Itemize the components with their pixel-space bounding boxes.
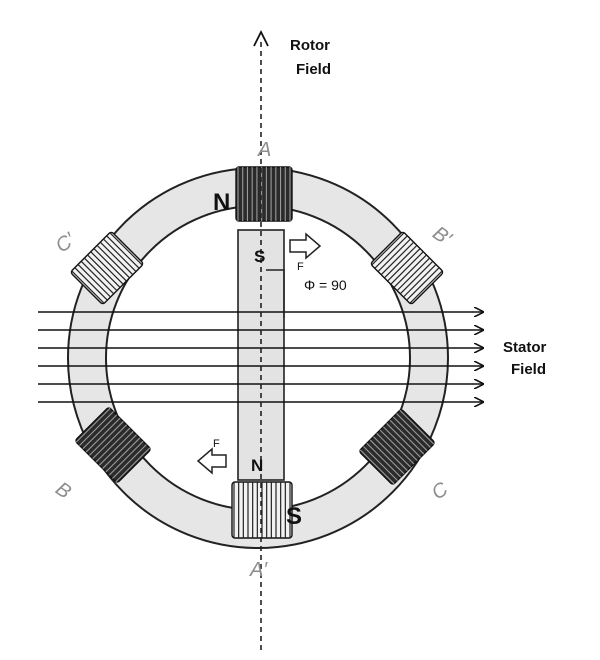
force-label-bottom: F	[213, 438, 220, 450]
coil-c	[359, 409, 435, 485]
phase-b-label: B	[51, 478, 75, 504]
coil-c-prime	[70, 231, 144, 305]
rotor-north-pole-label: N	[251, 456, 263, 475]
rotor-south-pole-label: S	[254, 247, 265, 266]
coil-b	[75, 407, 151, 483]
coil-a-prime	[231, 481, 293, 539]
phase-a-prime-label: A′	[249, 559, 268, 581]
coil-b-prime	[370, 231, 444, 305]
force-arrow-top	[289, 232, 322, 260]
stator-north-pole-label: N	[213, 189, 230, 216]
coil-a	[235, 166, 293, 222]
stator-ring	[66, 167, 450, 549]
phase-c-label: C	[428, 478, 453, 505]
phase-c-prime-label: C′	[52, 228, 81, 257]
force-arrow-bottom	[196, 447, 227, 475]
phase-a-label: A	[257, 139, 271, 161]
stator-south-pole-label: S	[286, 503, 302, 530]
rotor-field-label-line2: Field	[296, 61, 331, 78]
stator-field-label-line2: Field	[511, 361, 546, 378]
stator-field-label-line1: Stator	[503, 339, 547, 356]
rotor-field-label-line1: Rotor	[290, 37, 330, 54]
rotor-field-arrowhead	[253, 29, 269, 47]
phase-b-prime-label: B′	[429, 222, 457, 251]
force-label-top: F	[297, 261, 304, 273]
angle-indicator	[266, 269, 285, 318]
stator-windings	[70, 166, 444, 539]
angle-label: Φ = 90	[304, 277, 347, 293]
